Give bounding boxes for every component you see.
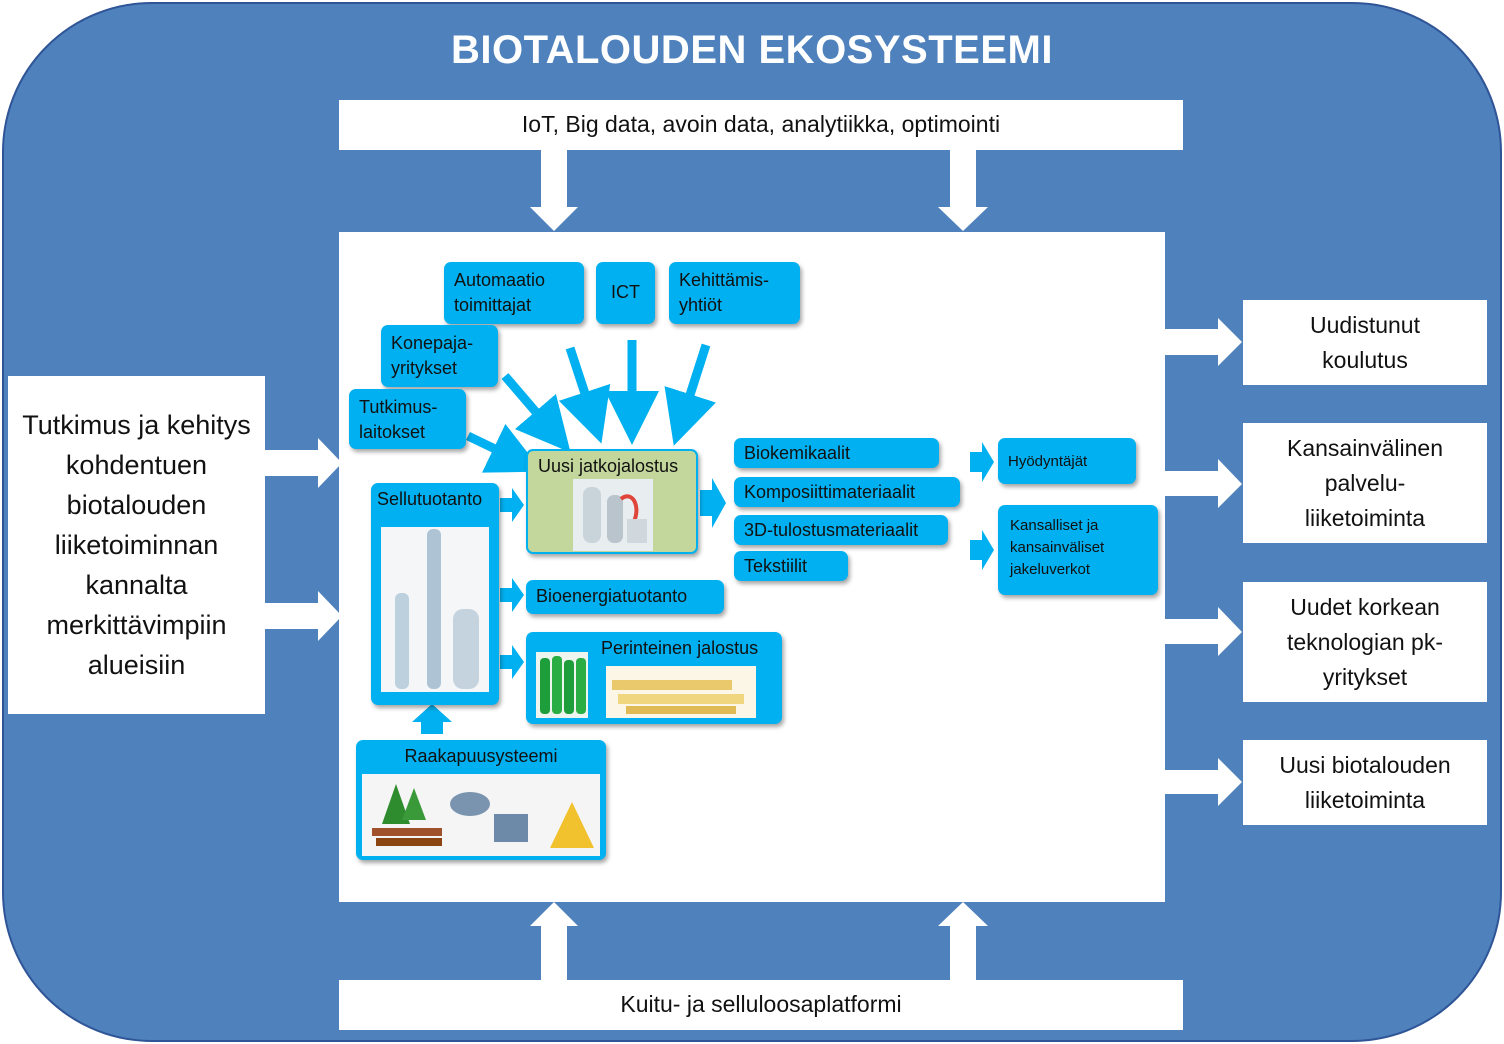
product-3d-tulostusmateriaalit: 3D-tulostusmateriaalit bbox=[734, 515, 948, 545]
actor-kehittamis: Kehittämis-yhtiöt bbox=[669, 262, 800, 324]
product-tekstiilit-label: Tekstiilit bbox=[744, 556, 808, 576]
product-tekstiilit: Tekstiilit bbox=[734, 551, 848, 581]
actor-ict: ICT bbox=[596, 262, 655, 324]
lumber-picture bbox=[606, 666, 756, 718]
top-data-bar: IoT, Big data, avoin data, analytiikka, … bbox=[339, 100, 1183, 150]
arrow-konepaja bbox=[501, 373, 571, 453]
process-sellutuotanto-label: Sellutuotanto bbox=[377, 489, 483, 509]
arrow-up-right bbox=[938, 902, 988, 980]
actor-tutkimuslaitokset: Tutkimus-laitokset bbox=[349, 389, 466, 449]
actor-automaatio: Automaatio toimittajat bbox=[444, 262, 584, 324]
arrow-down-left bbox=[530, 150, 578, 231]
product-komposiittimateriaalit-label: Komposiittimateriaalit bbox=[744, 482, 916, 502]
actor-konepaja: Konepaja-yritykset bbox=[381, 325, 498, 387]
bottom-platform-bar: Kuitu- ja selluloosaplatformi bbox=[339, 980, 1183, 1030]
arrow-down-right bbox=[938, 150, 988, 231]
actor-automaatio-label: Automaatio toimittajat bbox=[454, 270, 546, 316]
outcome-sme-label: Uudet korkean teknologian pk-yritykset bbox=[1287, 593, 1443, 690]
product-biokemikaalit: Biokemikaalit bbox=[734, 438, 939, 468]
outcome-service-business: Kansainvälinen palvelu-liiketoiminta bbox=[1243, 423, 1487, 543]
arrow-sellu-jatko bbox=[500, 488, 524, 522]
outcome-education: Uudistunut koulutus bbox=[1243, 300, 1487, 385]
arrow-out-1 bbox=[1165, 318, 1242, 366]
arrow-tutkimuslaitokset bbox=[466, 423, 543, 473]
product-3d-label: 3D-tulostusmateriaalit bbox=[744, 520, 919, 540]
outcome-education-label: Uudistunut koulutus bbox=[1310, 311, 1420, 373]
user-hyodyntajat: Hyödyntäjät bbox=[998, 438, 1136, 484]
arrow-out-2 bbox=[1165, 459, 1242, 508]
actor-ict-label: ICT bbox=[611, 282, 640, 303]
pulp-mill-picture bbox=[381, 527, 489, 692]
arrow-out-3 bbox=[1165, 607, 1242, 656]
process-raakapuusysteemi: Raakapuusysteemi bbox=[356, 740, 606, 860]
pulp-towers-icon bbox=[395, 529, 479, 689]
biorefinery-icon bbox=[583, 487, 647, 543]
green-rolls-icon bbox=[540, 656, 586, 714]
arrow-raaka-sellu bbox=[412, 704, 452, 734]
forest-logs-icon bbox=[372, 784, 594, 848]
diagram-title: BIOTALOUDEN EKOSYSTEEMI bbox=[451, 28, 1053, 72]
process-bioenergiatuotanto: Bioenergiatuotanto bbox=[526, 580, 724, 614]
user-jakeluverkot: Kansalliset ja kansainväliset jakeluverk… bbox=[998, 505, 1158, 595]
arrow-jatko-products bbox=[700, 478, 726, 528]
process-bioenergiatuotanto-label: Bioenergiatuotanto bbox=[536, 586, 688, 606]
process-perinteinen-jalostus-label: Perinteinen jalostus bbox=[601, 638, 759, 658]
process-perinteinen-jalostus: Perinteinen jalostus bbox=[526, 632, 782, 724]
actor-konepaja-label: Konepaja-yritykset bbox=[391, 333, 474, 379]
process-uusi-jatkojalostus: Uusi jatkojalostus bbox=[526, 449, 698, 554]
lumber-icon bbox=[612, 680, 744, 714]
outcome-hightech-sme: Uudet korkean teknologian pk-yritykset bbox=[1243, 582, 1487, 702]
process-raakapuusysteemi-label: Raakapuusysteemi bbox=[404, 746, 558, 766]
process-uusi-jatkojalostus-label: Uusi jatkojalostus bbox=[538, 456, 679, 476]
research-text: Tutkimus ja kehitys kohdentuen biotaloud… bbox=[22, 410, 251, 680]
arrow-research-lower bbox=[265, 591, 342, 641]
arrow-sellu-bioenergia bbox=[500, 578, 524, 612]
actor-tutkimuslaitokset-label: Tutkimus-laitokset bbox=[359, 397, 438, 443]
product-komposiittimateriaalit: Komposiittimateriaalit bbox=[734, 477, 960, 507]
outcome-bioeconomy-business: Uusi biotalouden liiketoiminta bbox=[1243, 740, 1487, 825]
arrow-sellu-perinteinen bbox=[500, 645, 524, 679]
arrow-kehittamis bbox=[664, 343, 716, 446]
user-jakeluverkot-label: Kansalliset ja kansainväliset jakeluverk… bbox=[1010, 517, 1105, 578]
arrow-up-left bbox=[530, 902, 578, 980]
biorefinery-picture bbox=[573, 479, 653, 551]
arrow-automaatio bbox=[558, 346, 611, 444]
outcome-bioeconomy-label: Uusi biotalouden liiketoiminta bbox=[1279, 751, 1451, 813]
research-box: Tutkimus ja kehitys kohdentuen biotaloud… bbox=[8, 376, 265, 714]
arrow-to-hyodyntajat bbox=[970, 442, 994, 482]
process-sellutuotanto: Sellutuotanto bbox=[371, 483, 499, 705]
user-hyodyntajat-label: Hyödyntäjät bbox=[1008, 452, 1088, 470]
product-biokemikaalit-label: Biokemikaalit bbox=[744, 443, 851, 463]
arrow-to-jakeluverkot bbox=[970, 530, 994, 570]
arrow-research-upper bbox=[265, 438, 342, 488]
outcome-service-label: Kansainvälinen palvelu-liiketoiminta bbox=[1286, 434, 1443, 531]
paper-rolls-picture bbox=[536, 652, 588, 718]
arrow-out-4 bbox=[1165, 758, 1242, 806]
raw-wood-picture bbox=[362, 774, 600, 856]
actor-kehittamis-label: Kehittämis-yhtiöt bbox=[679, 270, 770, 316]
